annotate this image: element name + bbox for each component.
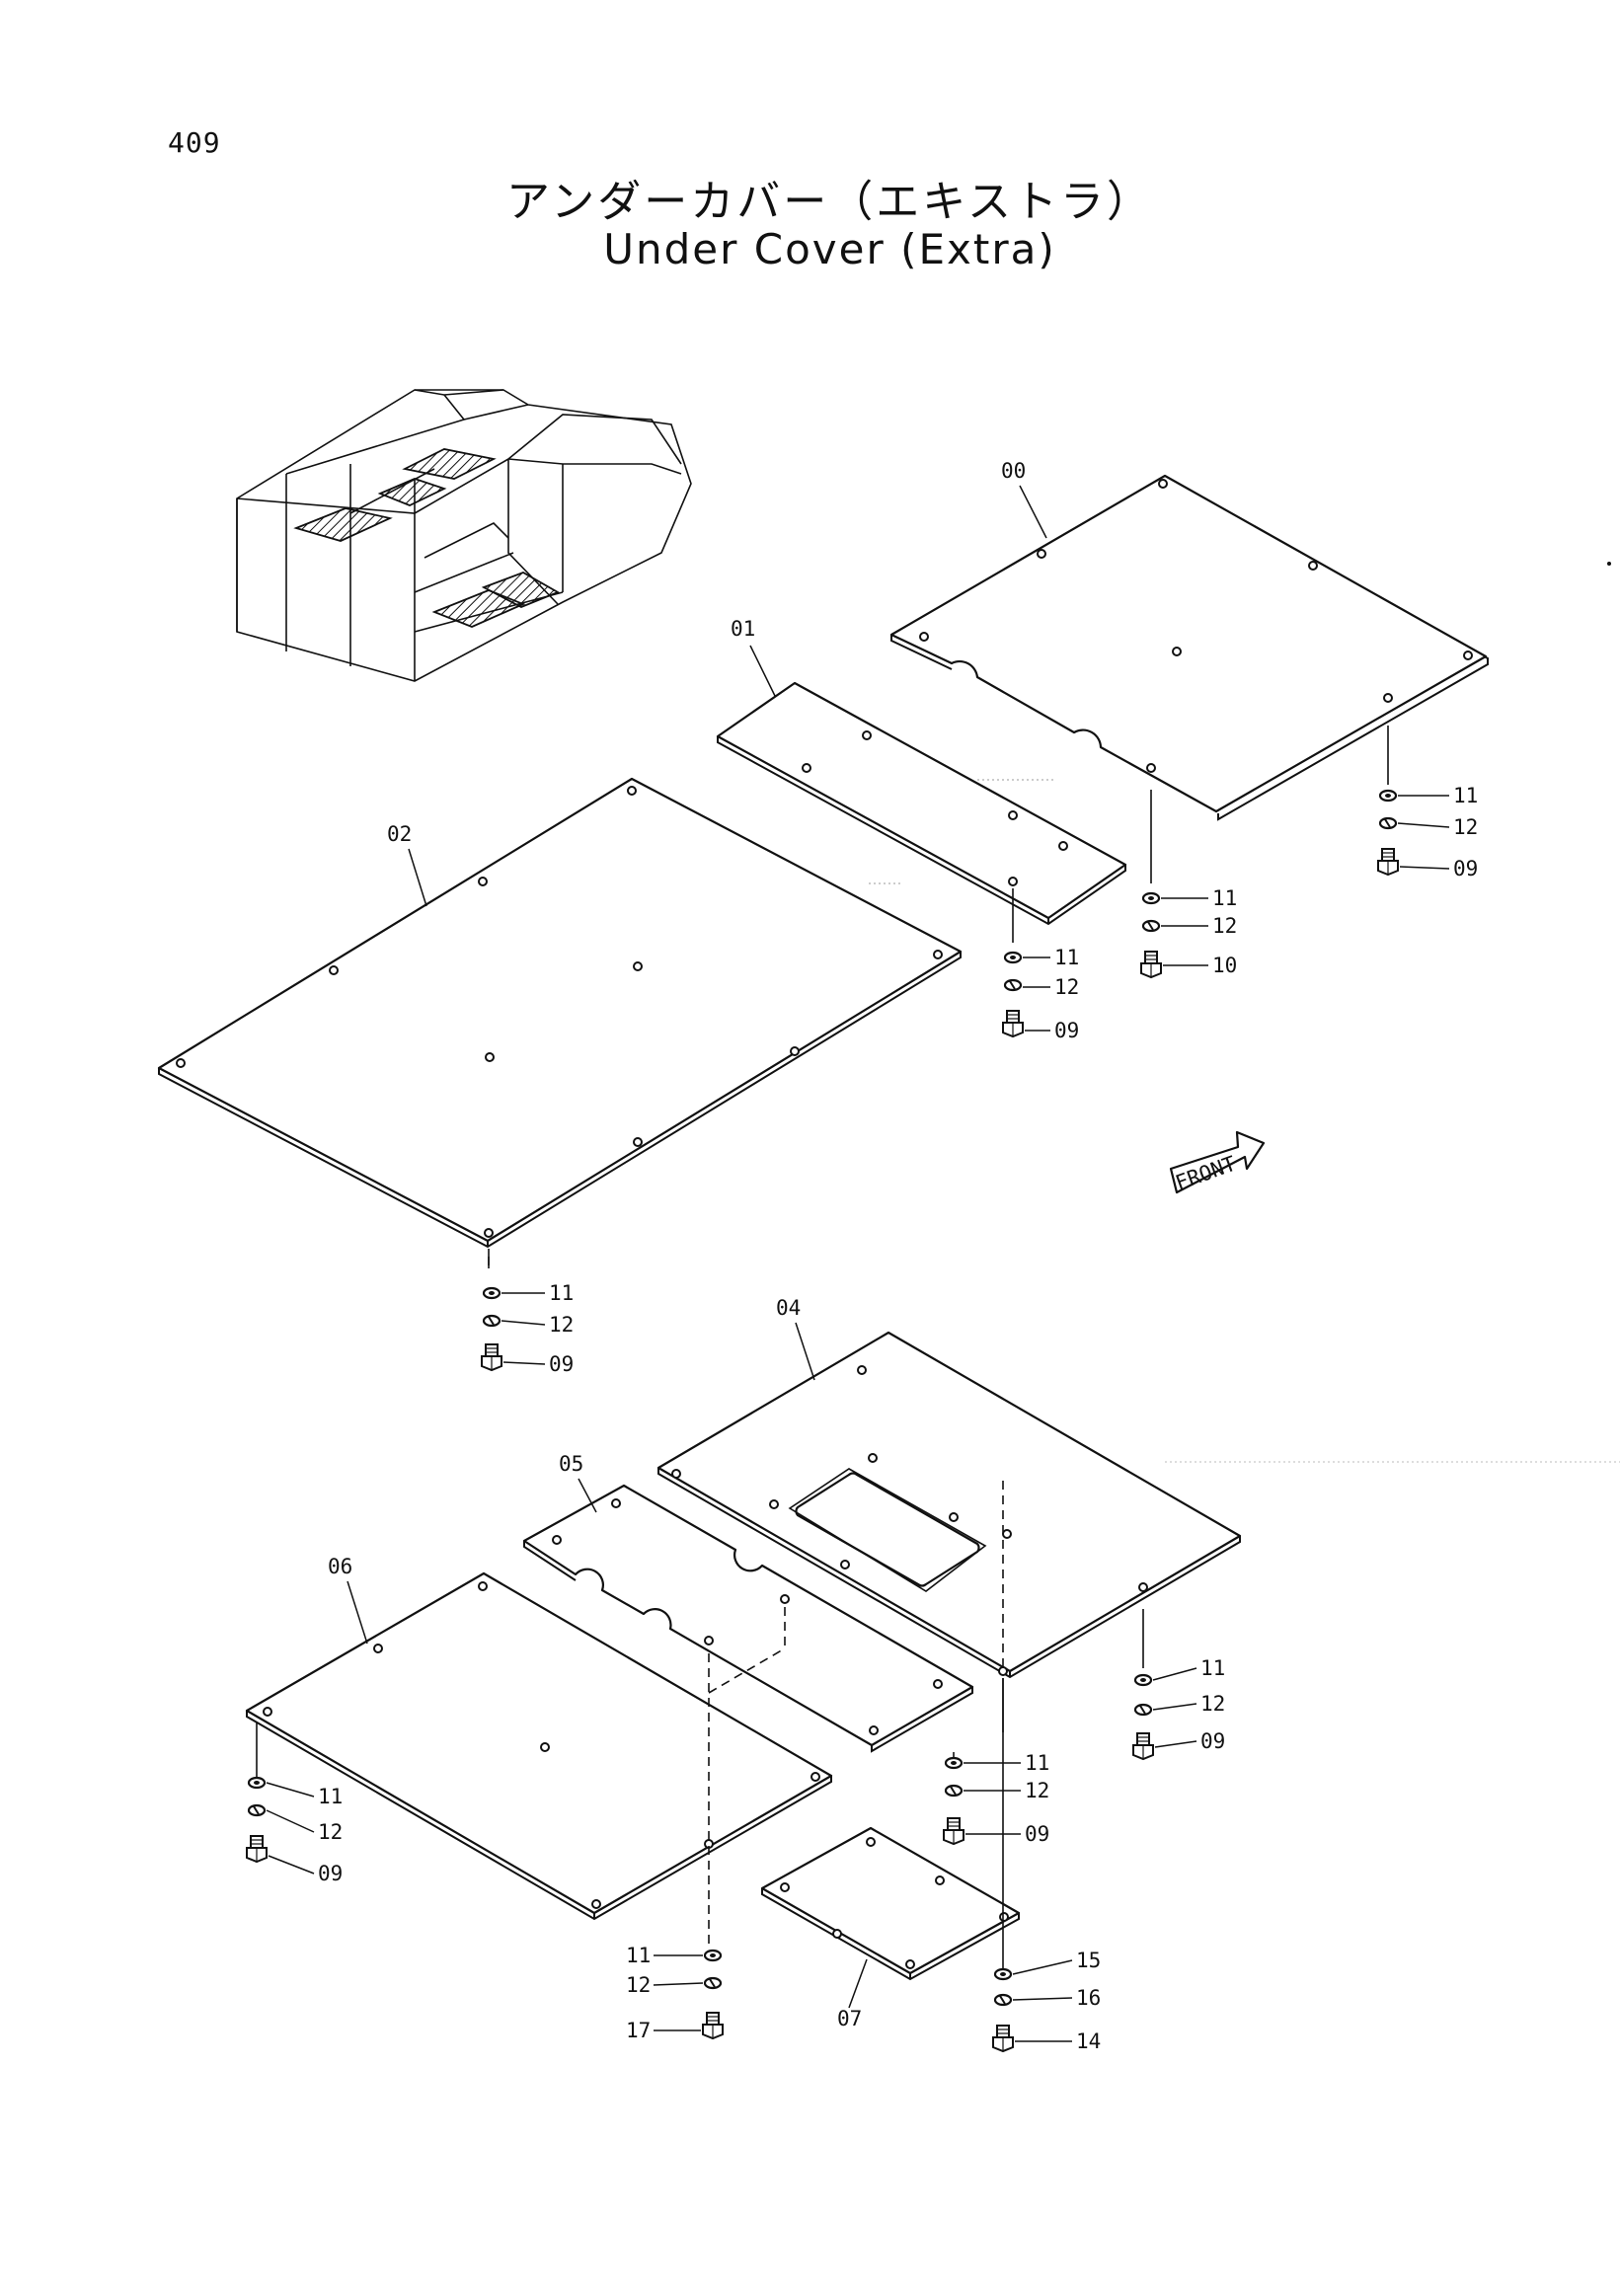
svg-text:12: 12 [1054,975,1079,999]
svg-text:12: 12 [626,1973,651,1997]
part-02-large-plate [157,777,963,1249]
svg-text:17: 17 [626,2019,651,2042]
svg-text:12: 12 [1200,1692,1225,1716]
svg-text:11: 11 [318,1785,343,1808]
callout-06: 06 [328,1555,352,1578]
fastener-stack-h: 11 12 17 [626,1944,724,2042]
callout-04: 04 [776,1296,801,1320]
title-english: Under Cover (Extra) [603,225,1056,273]
svg-text:12: 12 [549,1313,574,1337]
callout-07: 07 [837,2007,862,2030]
svg-text:16: 16 [1076,1986,1101,2010]
part-07-small-plate [760,1826,1021,1981]
callout-00: 00 [1001,459,1026,483]
svg-text:15: 15 [1076,1949,1101,1972]
part-05-notched-plate [522,1484,974,1753]
svg-text:11: 11 [1200,1656,1225,1680]
svg-text:09: 09 [1453,857,1478,880]
svg-text:11: 11 [1212,886,1237,910]
svg-text:14: 14 [1076,2029,1101,2053]
callout-05: 05 [559,1452,583,1476]
part-callouts: 00 01 02 04 05 06 07 [328,459,1047,2030]
part-00-cover-plate [889,474,1489,821]
fastener-stack-d: 11 12 09 [481,1281,574,1376]
svg-text:09: 09 [1200,1729,1225,1753]
svg-text:11: 11 [1054,946,1079,969]
assembly-guide-lines [256,726,1620,1979]
svg-text:11: 11 [1453,784,1478,807]
part-04-window-plate [656,1331,1242,1679]
svg-text:09: 09 [1025,1822,1049,1846]
svg-text:09: 09 [549,1352,574,1376]
fastener-stack-a: 11 12 09 [1377,784,1478,880]
svg-text:10: 10 [1212,954,1237,977]
callout-01: 01 [731,617,755,641]
svg-text:11: 11 [549,1281,574,1305]
fastener-stack-b: 11 12 10 [1140,886,1237,978]
svg-text:09: 09 [318,1862,343,1885]
machine-overview-sketch [236,389,692,682]
fastener-stack-e: 11 12 09 [1132,1656,1225,1760]
title-japanese: アンダーカバー（エキストラ） [506,177,1153,227]
svg-text:12: 12 [1212,914,1237,938]
part-01-strip-plate [716,681,1127,926]
fastener-stack-g: 11 12 09 [246,1776,343,1885]
fastener-stack-i: 15 16 14 [992,1949,1101,2053]
svg-text:12: 12 [1025,1779,1049,1802]
svg-text:12: 12 [1453,815,1478,839]
svg-text:12: 12 [318,1820,343,1844]
fastener-stack-c: 11 12 09 [1002,946,1079,1042]
callout-02: 02 [387,822,412,846]
svg-text:09: 09 [1054,1019,1079,1042]
fastener-stack-f: 11 12 09 [943,1751,1049,1846]
page-number: 409 [168,126,221,159]
part-06-lower-plate [245,1571,833,1921]
svg-text:11: 11 [626,1944,651,1967]
front-direction-arrow: FRONT [1169,1130,1266,1195]
svg-text:11: 11 [1025,1751,1049,1775]
